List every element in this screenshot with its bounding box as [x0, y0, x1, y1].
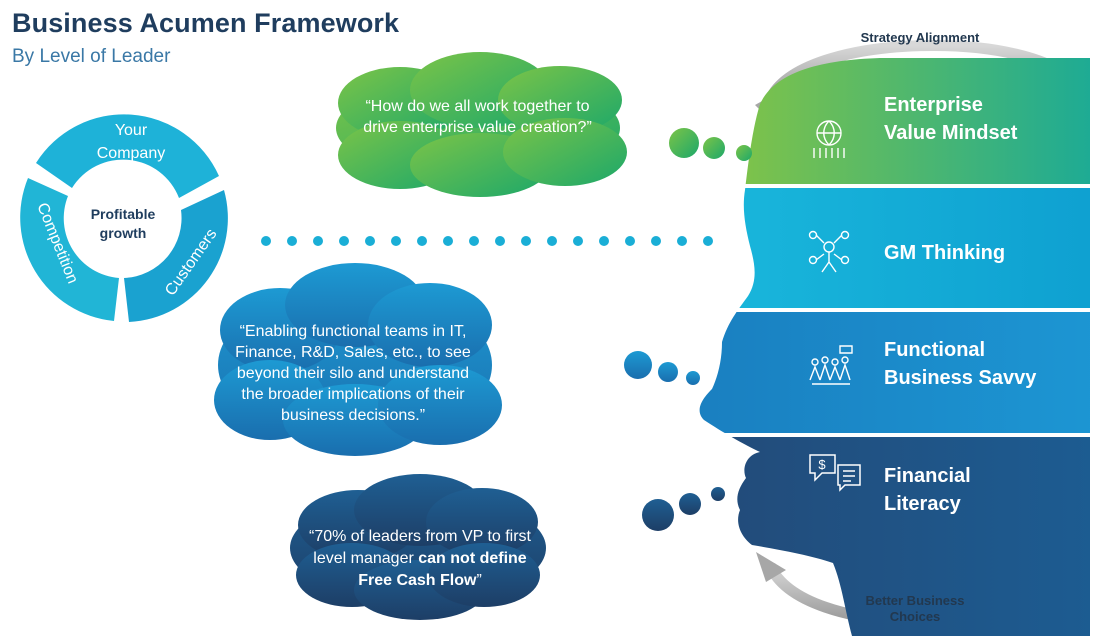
- quote-financial-text: “70% of leaders from VP to first level m…: [308, 528, 531, 567]
- quote-financial: “70% of leaders from VP to first level m…: [300, 526, 540, 592]
- quote-functional: “Enabling functional teams in IT, Financ…: [235, 323, 471, 424]
- dotted-connector: [261, 236, 713, 246]
- band-functional-savvy: [699, 312, 1119, 433]
- quote-financial-bold: can not define Free Cash Flow: [358, 550, 527, 589]
- segment-label-your-company-2: Company: [97, 145, 165, 162]
- thought-cloud-functional: [214, 263, 700, 456]
- cycle-diagram: [20, 114, 228, 322]
- band-label-gm: GM Thinking: [884, 242, 1006, 264]
- svg-text:$: $: [818, 457, 826, 472]
- page-title: Business Acumen Framework: [12, 8, 400, 38]
- head-silhouette: [699, 58, 1119, 636]
- center-circle: [69, 163, 179, 273]
- quote-enterprise: “How do we all work together to drive en…: [363, 98, 592, 136]
- cycle-center-label: Profitable growth: [90, 206, 156, 241]
- thought-cloud-financial: [290, 474, 725, 620]
- bottom-arrowhead-left: [756, 552, 786, 582]
- enterprise-value-icon: [813, 120, 845, 158]
- financial-chat-icon: $: [809, 454, 861, 492]
- better-choices-label: Better Business Choices: [865, 593, 965, 624]
- band-label-enterprise: Enterprise Value Mindset: [884, 94, 1018, 144]
- thought-cloud-enterprise: [336, 52, 752, 197]
- segment-your-company: [36, 114, 219, 198]
- band-label-financial: Financial Literacy: [884, 465, 971, 515]
- gm-thinking-icon: [808, 230, 850, 273]
- band-label-functional: Functional Business Savvy: [884, 339, 1037, 389]
- page-subtitle: By Level of Leader: [12, 46, 171, 67]
- band-gm-thinking: [699, 188, 1119, 308]
- segment-label-your-company: Your: [115, 122, 148, 139]
- segment-customers: [124, 190, 228, 322]
- strategy-alignment-label: Strategy Alignment: [860, 30, 980, 45]
- quote-financial-end: ”: [476, 572, 482, 589]
- segment-competition: [20, 178, 119, 321]
- team-icon: [809, 345, 853, 385]
